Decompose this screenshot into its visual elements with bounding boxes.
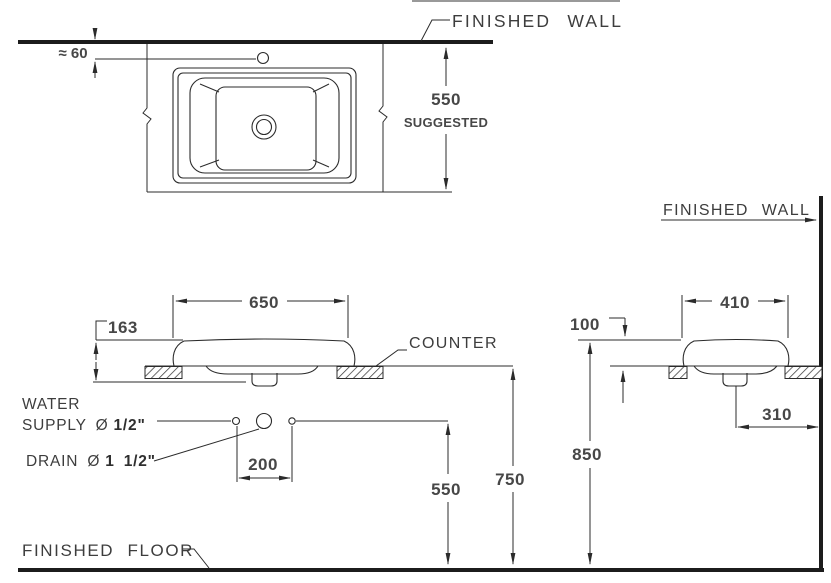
- plan-view: FINISHED WALL ≈ 60: [18, 11, 623, 193]
- dim-310-text: 310: [762, 405, 792, 424]
- bowl-corner-line-tl: [199, 83, 220, 93]
- dim-750-text: 750: [495, 470, 525, 489]
- water-supply-line1: WATER: [22, 396, 80, 413]
- plan-counter-left-edge: [142, 44, 152, 192]
- faucet-hole: [256, 51, 270, 65]
- dim-850: 850: [572, 342, 602, 565]
- water-supply-hole-right: [288, 417, 296, 425]
- dim-wall-to-faucet: ≈ 60: [58, 28, 256, 78]
- side-counter-hatch-left: [668, 366, 688, 379]
- counter-leader-line: [375, 349, 407, 367]
- side-drain-fitting: [722, 373, 748, 387]
- dim-550-text: 550: [431, 480, 461, 499]
- basin-bowl-bottom: [215, 86, 317, 171]
- sink-side-profile: [682, 338, 790, 367]
- dim-650: 650: [172, 293, 349, 338]
- dim-200-text: 200: [248, 455, 278, 474]
- basin-rim-inner: [189, 77, 340, 174]
- dim-suggested-height: 550 SUGGESTED: [404, 47, 488, 190]
- bowl-corner-line-tr: [312, 83, 330, 93]
- dim-bracket: [95, 320, 107, 340]
- front-elevation: 650 163 COUNTER WATER SUPPLY: [18, 293, 824, 572]
- dim-850-text: 850: [572, 445, 602, 464]
- dim-163: 163: [93, 318, 246, 383]
- dim-200: 200: [236, 426, 293, 482]
- dim-100: 100: [570, 315, 628, 403]
- plan-finished-wall-label: FINISHED WALL: [452, 11, 623, 31]
- drain-outlet: [255, 412, 273, 430]
- side-counter-hatch-right: [784, 366, 823, 379]
- dim-550-plan-text: 550: [431, 90, 461, 109]
- water-supply-hole-left: [231, 416, 241, 426]
- basin-rim-outer: [177, 72, 352, 179]
- counter-hatch-left: [144, 366, 183, 379]
- dim-wall-to-faucet-text: ≈ 60: [58, 45, 87, 62]
- basin-underside: [205, 365, 319, 375]
- drain-hole-outer: [251, 114, 277, 140]
- dim-550-elevation: 550: [296, 420, 461, 565]
- dim-100-text: 100: [570, 315, 600, 334]
- floor-leader-line: [183, 548, 210, 569]
- dim-410-text: 410: [720, 293, 750, 312]
- bowl-corner-line-bl: [199, 159, 220, 168]
- counter-hatch-right: [336, 366, 384, 379]
- finished-floor-label: FINISHED FLOOR: [22, 541, 194, 560]
- side-basin-underside: [693, 365, 778, 375]
- sink-front-profile: [172, 338, 356, 367]
- side-finished-wall-label: FINISHED WALL: [663, 202, 810, 219]
- bowl-corner-line-br: [312, 159, 330, 168]
- basin-plan-outline: [172, 67, 357, 184]
- dim-310: 310: [737, 405, 819, 430]
- dim-410: 410: [681, 293, 789, 338]
- drain-leader: [153, 428, 260, 462]
- dim-650-text: 650: [249, 293, 279, 312]
- plan-wall-leader-line: [420, 19, 450, 42]
- basin-outer-rect: [172, 67, 357, 184]
- dim-750: 750: [495, 368, 525, 565]
- dim-163-text: 163: [108, 318, 138, 337]
- dim-suggested-text: SUGGESTED: [404, 115, 488, 130]
- drain-hole-inner: [255, 118, 273, 136]
- drain-fitting: [251, 373, 278, 387]
- side-elevation: FINISHED WALL 410 100 310: [570, 196, 823, 572]
- plan-counter-right-edge: [378, 44, 388, 192]
- counter-label: COUNTER: [409, 335, 498, 352]
